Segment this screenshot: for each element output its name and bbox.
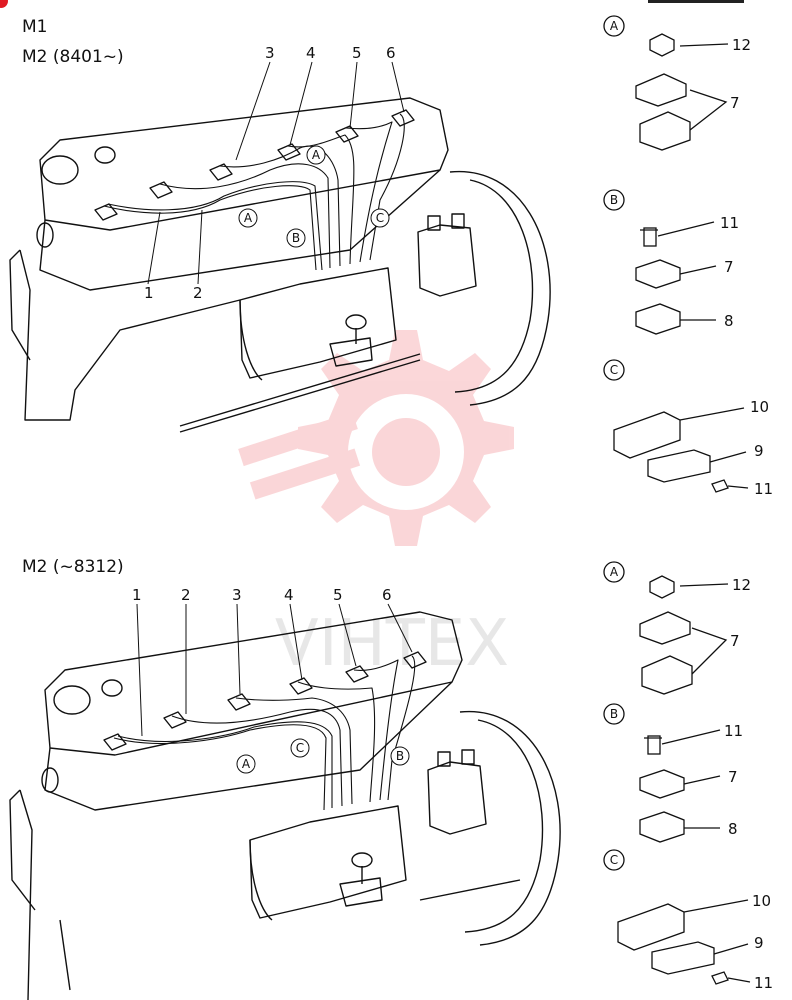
clamp-marker-ba: A — [242, 757, 251, 771]
engine-top — [9, 97, 551, 433]
parts-top-circle-a: A — [610, 19, 619, 33]
parts-bottom-circle-a: A — [610, 565, 619, 579]
callout-b6: 6 — [382, 586, 392, 604]
corner-marker — [0, 0, 8, 8]
part-label-11-top-b: 11 — [720, 214, 739, 232]
header-m1: M1 — [22, 17, 47, 37]
part-label-11-top-c: 11 — [754, 480, 773, 498]
top-engine-callouts: 1 2 3 4 5 6 — [144, 44, 405, 302]
top-engine-clamp-markers: A A B C — [238, 145, 390, 248]
part-label-9-bottom: 9 — [754, 934, 764, 952]
callout-5: 5 — [352, 44, 362, 62]
callout-b3: 3 — [232, 586, 242, 604]
engine-bottom — [9, 611, 561, 1000]
callout-1: 1 — [144, 284, 154, 302]
injectors-bottom — [103, 651, 427, 751]
callout-b1: 1 — [132, 586, 142, 604]
part-label-7-top-a: 7 — [730, 94, 740, 112]
clamp-marker-bb: B — [396, 749, 404, 763]
part-label-7-bottom-a: 7 — [730, 632, 740, 650]
part-label-10-top: 10 — [750, 398, 769, 416]
part-label-8-top: 8 — [724, 312, 734, 330]
parts-top — [603, 15, 749, 493]
part-label-7-bottom-b: 7 — [728, 768, 738, 786]
clamp-marker-a1: A — [312, 148, 321, 162]
part-label-10-bottom: 10 — [752, 892, 771, 910]
part-label-8-bottom: 8 — [728, 820, 738, 838]
part-label-12-bottom: 12 — [732, 576, 751, 594]
bottom-engine-clamp-markers: A C B — [236, 738, 410, 774]
parts-bottom-labels: A 12 7 B 11 7 8 C 10 9 11 — [610, 565, 773, 992]
part-label-11-bottom-b: 11 — [724, 722, 743, 740]
callout-2: 2 — [193, 284, 203, 302]
header-m2-8312: M2 (~8312) — [22, 557, 124, 577]
part-label-7-top-b: 7 — [724, 258, 734, 276]
parts-bottom — [603, 561, 751, 985]
part-label-9-top: 9 — [754, 442, 764, 460]
parts-top-circle-c: C — [610, 363, 618, 377]
part-label-11-bottom-c: 11 — [754, 974, 773, 992]
callout-b2: 2 — [181, 586, 191, 604]
parts-bottom-circle-c: C — [610, 853, 618, 867]
callout-3: 3 — [265, 44, 275, 62]
parts-top-circle-b: B — [610, 193, 618, 207]
watermark-gear-logo — [238, 330, 514, 546]
callout-b4: 4 — [284, 586, 294, 604]
fuel-lines-top — [103, 113, 405, 271]
clamp-marker-a2: A — [244, 211, 253, 225]
injectors-top — [94, 109, 415, 221]
clamp-marker-bc: C — [296, 741, 304, 755]
bottom-engine-callouts: 1 2 3 4 5 6 — [132, 586, 413, 737]
fuel-lines-bottom — [113, 655, 416, 811]
parts-bottom-circle-b: B — [610, 707, 618, 721]
top-rule — [648, 0, 744, 3]
watermark-text: VIHTEX — [275, 607, 509, 681]
clamp-marker-b: B — [292, 231, 300, 245]
part-label-12-top: 12 — [732, 36, 751, 54]
parts-top-labels: A 12 7 B 11 7 8 C 10 9 11 — [610, 19, 773, 498]
callout-4: 4 — [306, 44, 316, 62]
callout-6: 6 — [386, 44, 396, 62]
clamp-marker-c: C — [376, 211, 384, 225]
callout-b5: 5 — [333, 586, 343, 604]
header-m2-8401: M2 (8401~) — [22, 47, 124, 67]
